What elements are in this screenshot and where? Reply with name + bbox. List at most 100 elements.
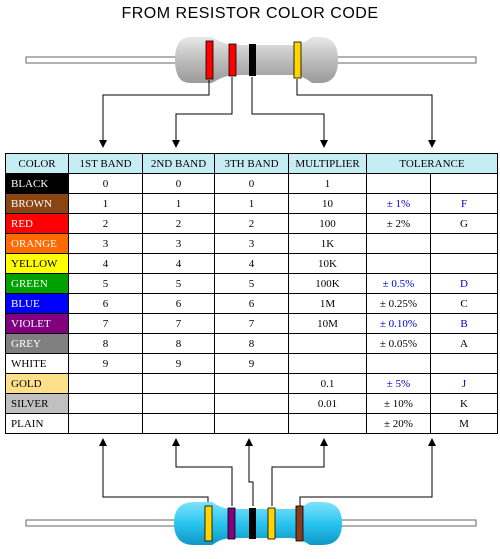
- bottom-band-4: [267, 507, 276, 540]
- tolerance-letter-cell: G: [430, 213, 498, 234]
- tolerance-letter-cell: K: [430, 393, 498, 414]
- color-name-cell: GREEN: [5, 273, 69, 294]
- top-resistor-body: [175, 37, 338, 83]
- band1-cell: 6: [68, 293, 143, 314]
- multiplier-cell: [288, 333, 367, 354]
- bottom-lead-left: [25, 519, 177, 527]
- header-band3: 3TH BAND: [214, 153, 289, 174]
- tolerance-value-cell: ± 0.25%: [366, 293, 431, 314]
- band3-cell: 6: [214, 293, 289, 314]
- table-header-row: COLOR 1ST BAND 2ND BAND 3TH BAND MULTIPL…: [5, 153, 498, 174]
- bottom-band-5: [295, 505, 304, 542]
- band1-cell: 2: [68, 213, 143, 234]
- band2-cell: [142, 393, 215, 414]
- arrow-up-band4: [271, 438, 328, 506]
- band1-cell: [68, 393, 143, 414]
- tolerance-value-cell: ± 5%: [366, 373, 431, 394]
- bottom-resistor-body: [174, 502, 342, 545]
- tolerance-value-cell: ± 20%: [366, 413, 431, 434]
- color-name-cell: GOLD: [5, 373, 69, 394]
- header-band2: 2ND BAND: [142, 153, 215, 174]
- tolerance-letter-cell: [430, 353, 498, 374]
- tolerance-value-cell: [366, 353, 431, 374]
- color-name-cell: GREY: [5, 333, 69, 354]
- tolerance-letter-cell: [430, 253, 498, 274]
- bottom-connectors: [99, 438, 436, 506]
- arrow-up-band1: [99, 438, 209, 506]
- multiplier-cell: [288, 413, 367, 434]
- tolerance-letter-cell: [430, 233, 498, 254]
- band2-cell: 2: [142, 213, 215, 234]
- tolerance-letter-cell: A: [430, 333, 498, 354]
- band3-cell: 0: [214, 173, 289, 194]
- tolerance-letter-cell: D: [430, 273, 498, 294]
- band3-cell: 8: [214, 333, 289, 354]
- color-code-table: COLOR 1ST BAND 2ND BAND 3TH BAND MULTIPL…: [5, 153, 498, 434]
- tolerance-letter-cell: M: [430, 413, 498, 434]
- header-tolerance: TOLERANCE: [366, 153, 498, 174]
- multiplier-cell: 10K: [288, 253, 367, 274]
- band2-cell: 4: [142, 253, 215, 274]
- band3-cell: 7: [214, 313, 289, 334]
- tolerance-letter-cell: F: [430, 193, 498, 214]
- band3-cell: 3: [214, 233, 289, 254]
- band2-cell: [142, 373, 215, 394]
- header-band1: 1ST BAND: [68, 153, 143, 174]
- multiplier-cell: 0.01: [288, 393, 367, 414]
- table-row: PLAIN ± 20%M: [5, 413, 498, 434]
- tolerance-value-cell: ± 2%: [366, 213, 431, 234]
- tolerance-value-cell: [366, 173, 431, 194]
- top-band-3: [249, 44, 256, 76]
- band2-cell: 3: [142, 233, 215, 254]
- multiplier-cell: 10M: [288, 313, 367, 334]
- arrow-up-band3: [245, 438, 254, 506]
- multiplier-cell: 10: [288, 193, 367, 214]
- tolerance-value-cell: [366, 233, 431, 254]
- top-lead-left: [25, 56, 179, 64]
- color-name-cell: WHITE: [5, 353, 69, 374]
- top-lead-right: [329, 56, 477, 64]
- bottom-lead-right: [335, 519, 477, 527]
- band3-cell: 9: [214, 353, 289, 374]
- band2-cell: [142, 413, 215, 434]
- band1-cell: 7: [68, 313, 143, 334]
- band2-cell: 7: [142, 313, 215, 334]
- top-band-4: [293, 41, 302, 79]
- tolerance-letter-cell: C: [430, 293, 498, 314]
- bottom-band-2: [227, 507, 236, 540]
- top-connectors: [99, 77, 436, 148]
- tolerance-value-cell: ± 0.05%: [366, 333, 431, 354]
- band3-cell: [214, 373, 289, 394]
- tolerance-value-cell: ± 0.5%: [366, 273, 431, 294]
- band2-cell: 5: [142, 273, 215, 294]
- multiplier-cell: 100: [288, 213, 367, 234]
- color-name-cell: SILVER: [5, 393, 69, 414]
- band3-cell: [214, 393, 289, 414]
- color-name-cell: PLAIN: [5, 413, 69, 434]
- header-multiplier: MULTIPLIER: [288, 153, 367, 174]
- arrow-up-band2: [172, 438, 233, 506]
- color-name-cell: ORANGE: [5, 233, 69, 254]
- tolerance-letter-cell: J: [430, 373, 498, 394]
- band1-cell: [68, 373, 143, 394]
- arrow-band4: [296, 79, 436, 148]
- bottom-resistor: [25, 502, 477, 545]
- band2-cell: 1: [142, 193, 215, 214]
- band1-cell: 8: [68, 333, 143, 354]
- bottom-band-3: [249, 508, 256, 539]
- multiplier-cell: 0.1: [288, 373, 367, 394]
- color-name-cell: YELLOW: [5, 253, 69, 274]
- tolerance-value-cell: [366, 253, 431, 274]
- band2-cell: 0: [142, 173, 215, 194]
- band3-cell: 1: [214, 193, 289, 214]
- band2-cell: 8: [142, 333, 215, 354]
